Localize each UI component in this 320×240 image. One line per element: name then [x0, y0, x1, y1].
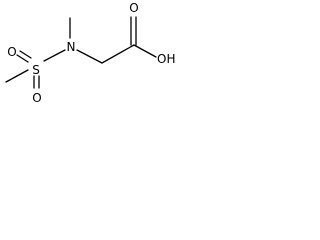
atom-carbonyl-oxygen: O	[129, 1, 138, 15]
atom-sulfur: S	[32, 63, 40, 77]
atom-sulfonyl-oxygen-bottom: O	[32, 91, 41, 105]
bond-methyl-sulfur	[5, 69, 29, 83]
bond-sulfur-oxygen-left-b	[19, 50, 32, 59]
bond-ch2-carboxyl	[101, 44, 135, 64]
chemical-structure: S N O O O OH	[5, 1, 175, 105]
bond-sulfur-oxygen-left-a	[16, 54, 29, 63]
atom-hydroxyl: OH	[157, 52, 175, 66]
bond-carboxyl-hydroxyl	[133, 44, 157, 58]
bond-sulfur-nitrogen	[43, 49, 66, 62]
atom-sulfonyl-oxygen-left: O	[7, 45, 16, 59]
bond-nitrogen-ch2	[76, 49, 103, 64]
atom-nitrogen: N	[67, 40, 76, 54]
